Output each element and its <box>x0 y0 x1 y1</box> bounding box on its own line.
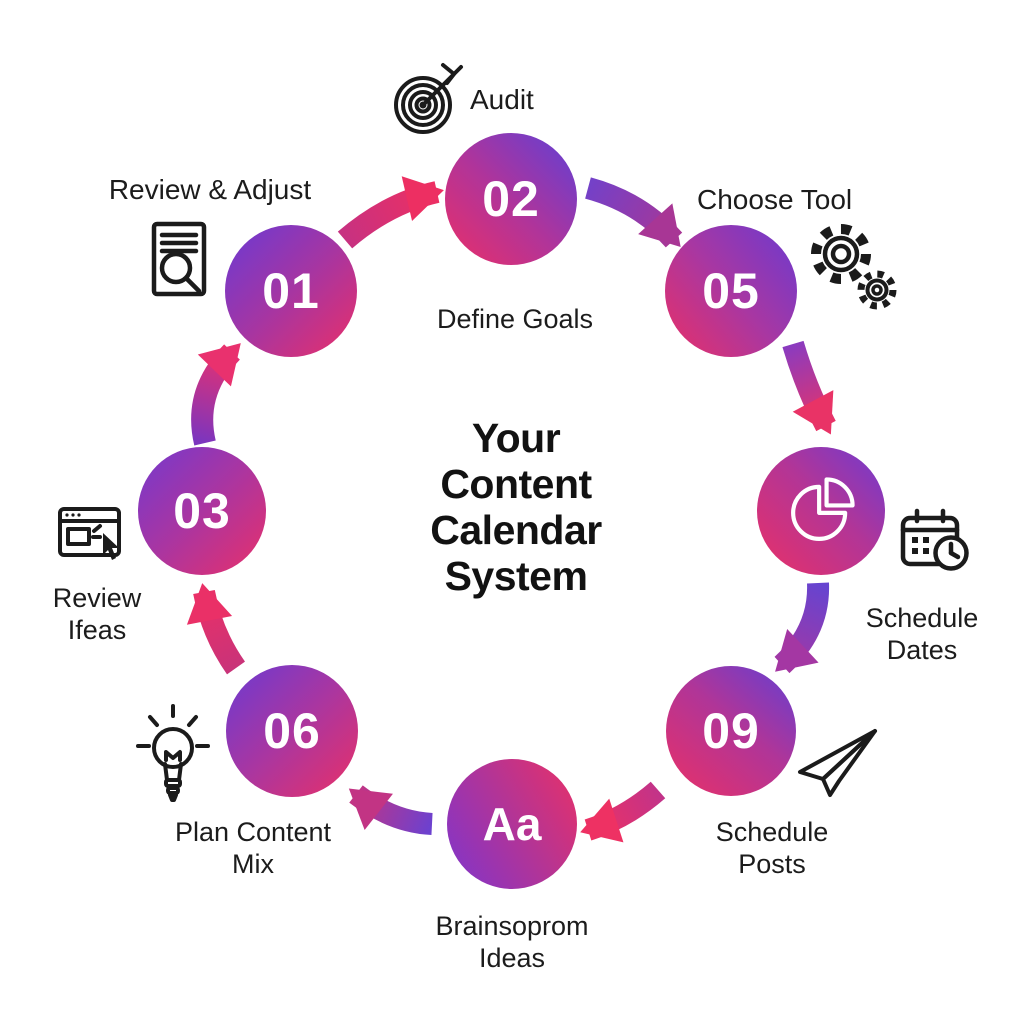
lightbulb-icon <box>133 700 213 806</box>
node-02-number: 02 <box>482 171 540 227</box>
arrow-09-to-aa <box>580 781 666 843</box>
arrow-schedule-dates-to-09 <box>774 582 830 674</box>
label-review-adjust: Review & Adjust <box>108 174 312 205</box>
node-01-number: 01 <box>262 263 320 319</box>
node-05-choose-tool: 05 <box>665 225 797 357</box>
document-search-icon <box>146 220 212 300</box>
arrow-03-to-01 <box>191 343 241 446</box>
node-09-number: 09 <box>702 703 760 759</box>
node-aa-text: Aa <box>482 798 542 850</box>
paper-plane-icon <box>795 726 879 800</box>
gears-icon <box>803 218 899 316</box>
label-brainstorm-ideas: Brainsoprom Ideas <box>435 911 589 973</box>
node-05-number: 05 <box>702 263 760 319</box>
label-define-goals: Define Goals <box>436 304 594 334</box>
target-icon <box>390 55 468 139</box>
arrow-05-to-schedule-dates <box>782 340 836 435</box>
label-plan-content-mix: Plan Content Mix <box>174 817 332 879</box>
arrow-02-to-05 <box>584 177 683 248</box>
node-01-review-adjust: 01 <box>225 225 357 357</box>
label-audit: Audit <box>470 84 534 115</box>
calendar-clock-icon <box>898 506 974 574</box>
browser-cursor-icon <box>56 502 126 560</box>
node-03-number: 03 <box>173 483 231 539</box>
arrow-06-to-03 <box>186 583 246 675</box>
label-review-ideas: Review Ifeas <box>52 583 142 645</box>
label-schedule-posts: Schedule Posts <box>715 817 829 879</box>
node-aa-brainstorm: Aa <box>447 759 577 889</box>
arrow-aa-to-06 <box>348 785 433 835</box>
label-choose-tool: Choose Tool <box>697 184 853 215</box>
node-06-plan-content-mix: 06 <box>226 665 358 797</box>
node-03-review-ideas: 03 <box>138 447 266 575</box>
pie-chart-icon <box>791 477 855 541</box>
node-06-number: 06 <box>263 703 321 759</box>
node-02-audit: 02 <box>445 133 577 265</box>
diagram-title: Your Content Calendar System <box>430 415 602 599</box>
node-09-schedule-posts: 09 <box>666 666 796 796</box>
label-schedule-dates: Schedule Dates <box>865 603 979 665</box>
arrow-01-to-02 <box>337 176 444 249</box>
node-schedule-dates <box>757 447 885 575</box>
